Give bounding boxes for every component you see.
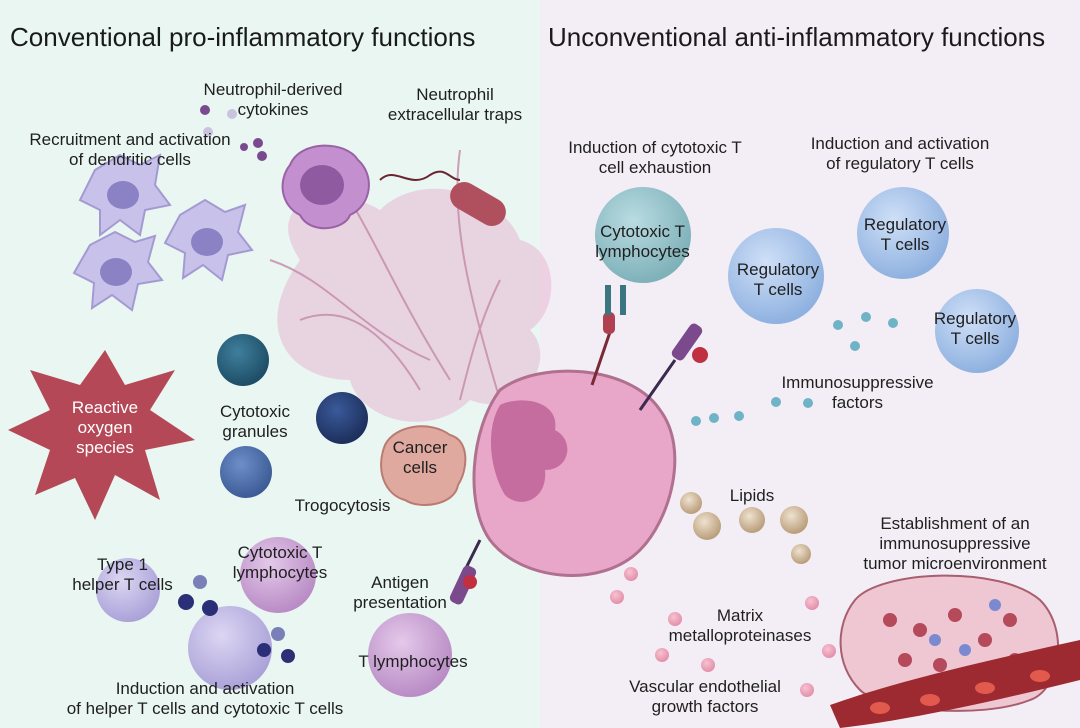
bacterium-icon xyxy=(379,170,506,226)
t-lymph-label: T lymphocytes xyxy=(358,652,468,671)
granule-icon xyxy=(316,392,368,444)
dendritic-cell-icon xyxy=(72,153,254,312)
net-strands xyxy=(269,149,501,401)
neutrophil-icon xyxy=(281,144,370,230)
treg-cell-icon xyxy=(728,228,824,324)
cytokine-dots xyxy=(200,105,267,161)
central-neutrophil-icon xyxy=(472,369,677,577)
factor-dots xyxy=(691,312,898,426)
tumor-microenvironment-icon xyxy=(830,574,1080,728)
net-cloud xyxy=(277,188,552,422)
helper-cell-icon xyxy=(188,606,272,690)
ctl-cell-icon xyxy=(240,537,316,613)
right-panel-title: Unconventional anti-inflammatory functio… xyxy=(548,22,1046,52)
cancer-cell-icon xyxy=(380,425,467,506)
granule-dots xyxy=(178,575,295,663)
ctl-cell-icon xyxy=(595,187,691,283)
treg-cell-icon xyxy=(935,289,1019,373)
receptor-icon xyxy=(449,285,708,605)
granule-icon xyxy=(217,334,269,386)
t-lymphocyte-icon xyxy=(368,613,452,697)
treg-cell-icon xyxy=(857,187,949,279)
lipids-label: Lipids xyxy=(729,486,775,505)
trogocytosis-label: Trogocytosis xyxy=(294,496,391,515)
left-panel-title: Conventional pro-inflammatory functions xyxy=(10,22,476,52)
mmp-dots xyxy=(610,567,836,697)
th1-cell-icon xyxy=(96,558,160,622)
ros-star-icon xyxy=(8,350,195,520)
granule-icon xyxy=(220,446,272,498)
